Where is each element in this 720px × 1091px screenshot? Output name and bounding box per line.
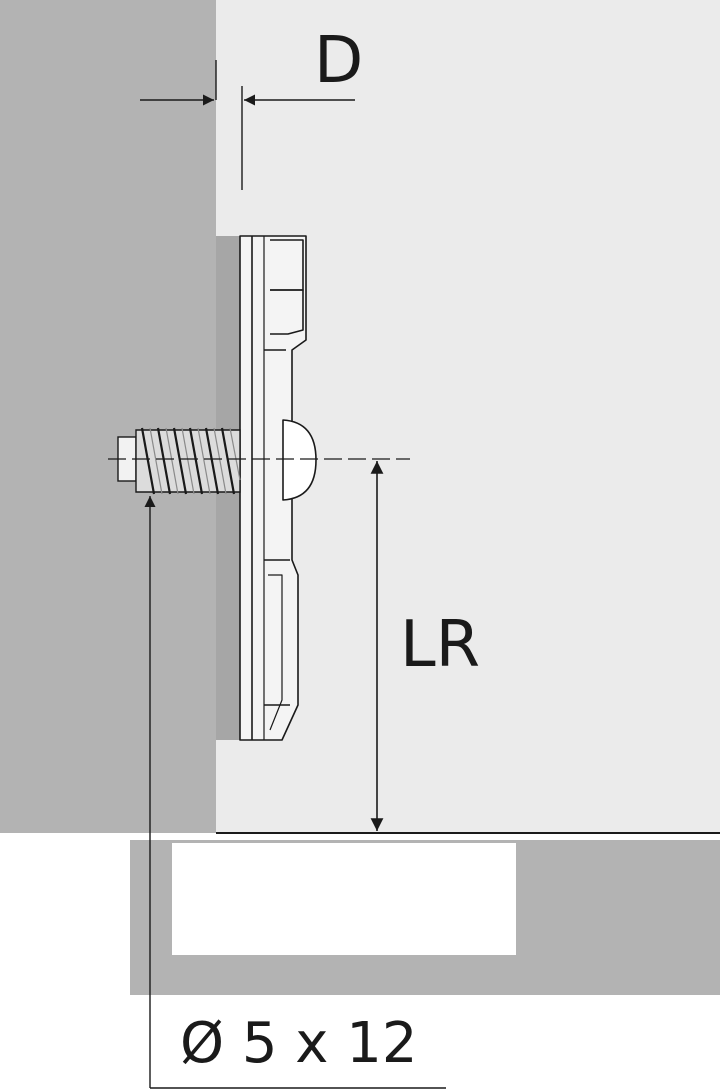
label-d: D [314, 24, 363, 98]
screw-icon [117, 427, 241, 495]
cabinet-panel [216, 0, 720, 833]
mounting-plate [239, 235, 317, 741]
cabinet-wall [0, 0, 216, 833]
dimension-d [140, 60, 355, 190]
label-lr: LR [400, 608, 480, 682]
door-window [172, 843, 516, 955]
label-screw-spec: Ø 5 x 12 [180, 1011, 418, 1076]
screw-spec-leader [144, 496, 446, 1089]
